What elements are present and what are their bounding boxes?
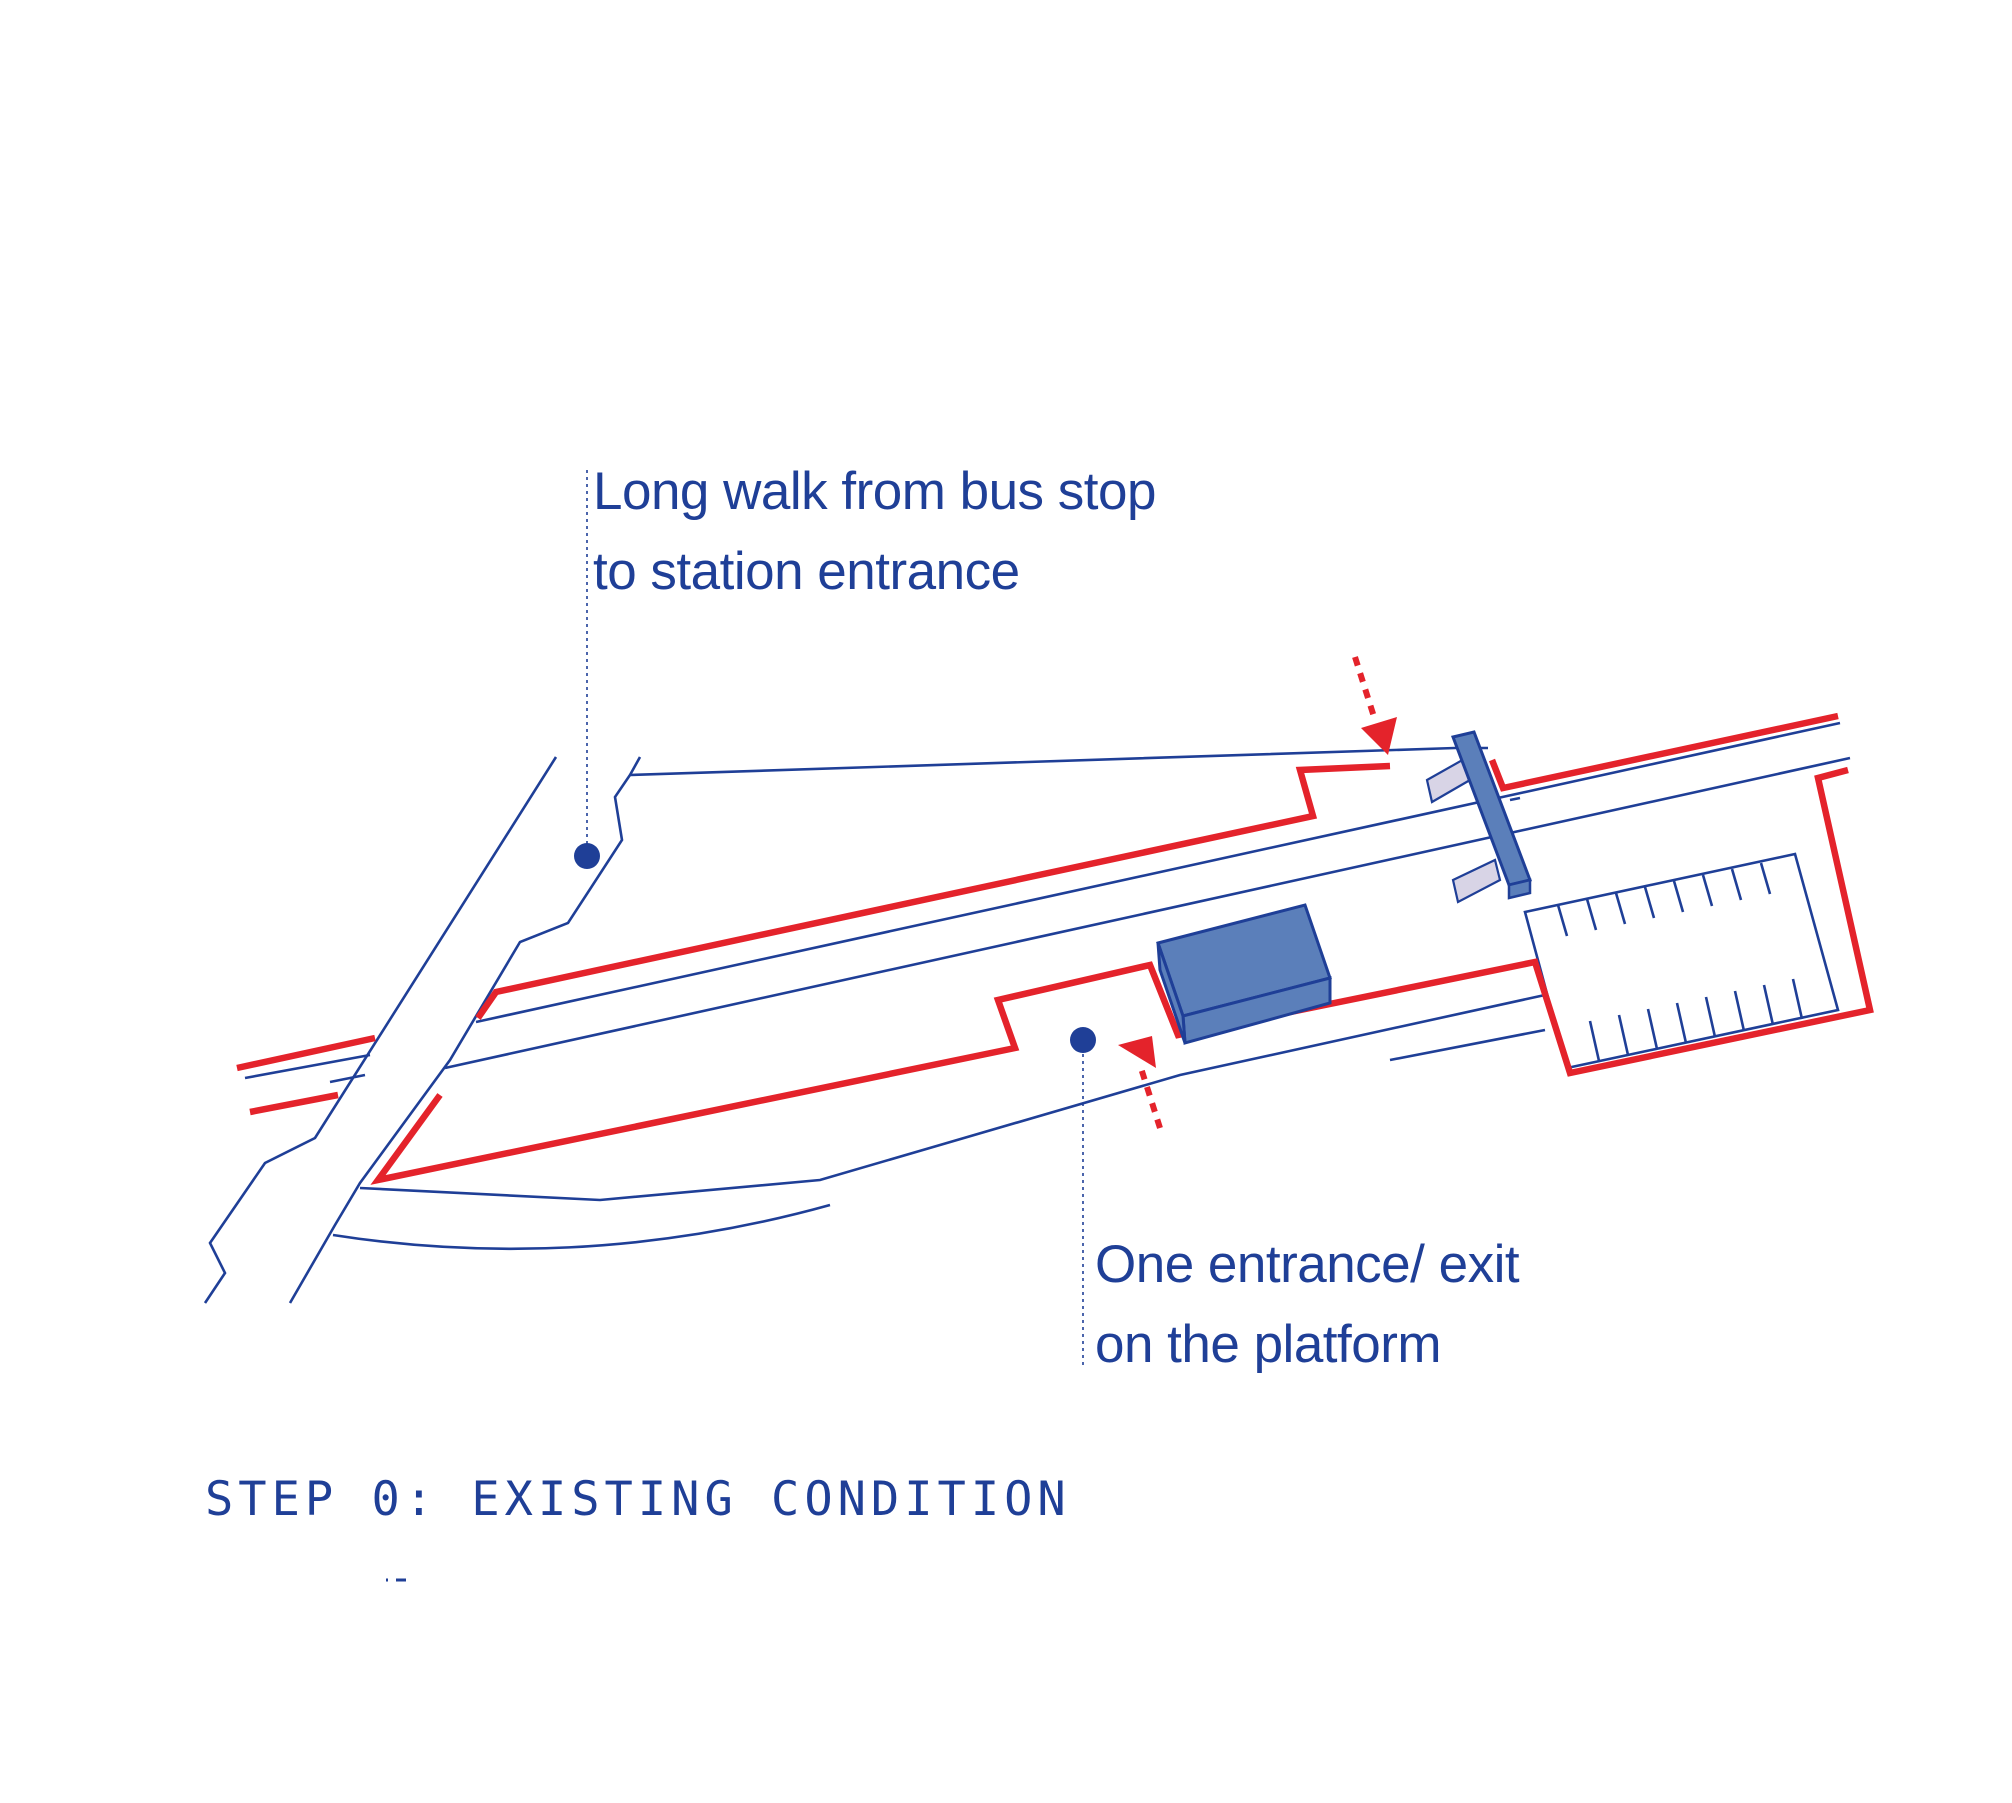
building-side — [1156, 942, 1187, 1044]
footbridge-deck-side — [1507, 878, 1532, 900]
curved-road-edge — [332, 1203, 831, 1251]
rail-red-2 — [249, 1091, 339, 1116]
rail-red-1 — [236, 1034, 376, 1072]
north-platform-boundary-east — [1488, 712, 1839, 792]
step-title: STEP 0: EXISTING CONDITION — [205, 1472, 1071, 1527]
street-outlines — [203, 721, 1851, 1304]
road-right-edge — [288, 756, 642, 1304]
south-street-edge — [359, 993, 1546, 1202]
platform-annotation-line-2: on the platform — [1095, 1315, 1442, 1374]
bus-stop-annotation: Long walk from bus stop to station entra… — [593, 452, 1156, 612]
north-street-edge — [629, 746, 1488, 777]
station-building — [1156, 903, 1332, 1045]
platform-marker-dot-icon — [1070, 1027, 1096, 1053]
platform-annotation: One entrance/ exit on the platform — [1095, 1225, 1520, 1385]
road-left-edge — [203, 756, 558, 1304]
entrance-arrow-south — [1118, 1036, 1163, 1129]
rail-line-4 — [329, 1073, 366, 1084]
rail-line-5 — [1509, 796, 1521, 802]
rail-line-1 — [244, 1053, 371, 1080]
bus-stop-annotation-line-1: Long walk from bus stop — [593, 462, 1156, 521]
station-boundary — [236, 712, 1874, 1185]
parking-stalls — [1556, 862, 1804, 1062]
footbridge-ramp-lower — [1451, 858, 1502, 904]
north-platform-boundary — [475, 762, 1391, 1020]
footbridge — [1425, 730, 1533, 904]
arrow-south-shaft — [1137, 1064, 1163, 1129]
south-street-edge-2 — [1389, 1028, 1546, 1062]
entrance-arrow-north — [1352, 656, 1397, 755]
arrow-south-head — [1118, 1036, 1156, 1068]
bus-stop-marker-dot-icon — [574, 843, 600, 869]
platform-annotation-line-1: One entrance/ exit — [1095, 1235, 1520, 1294]
rail-line-3 — [444, 756, 1851, 1070]
bus-stop-annotation-line-2: to station entrance — [593, 542, 1020, 601]
south-platform-boundary — [370, 766, 1874, 1185]
rail-line-2 — [475, 721, 1841, 1024]
arrow-north-head — [1361, 717, 1397, 755]
arrow-north-shaft — [1352, 656, 1378, 721]
parking-lot — [1523, 852, 1840, 1070]
